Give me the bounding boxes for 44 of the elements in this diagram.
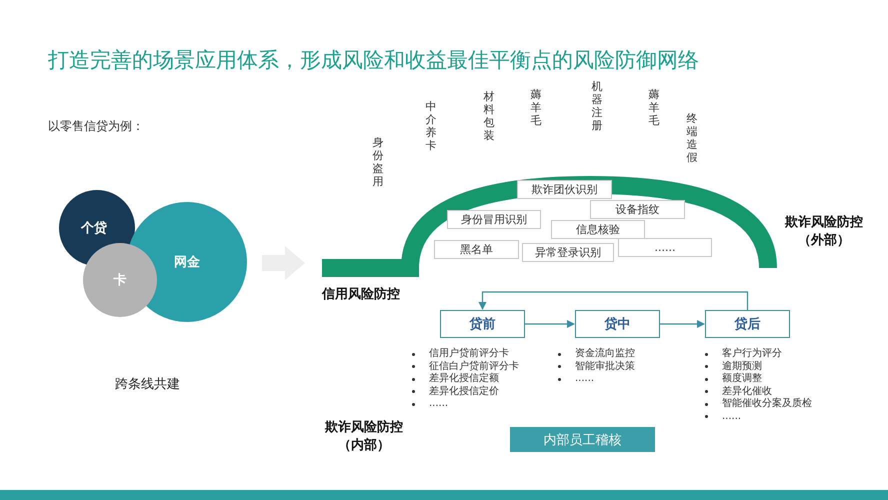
bullet-text: 资金流向监控 (575, 348, 635, 360)
circle-label: 个贷 (81, 220, 107, 237)
bullet-text: ...... (722, 410, 742, 423)
bullet-text: 额度调整 (722, 373, 762, 386)
arrow (660, 320, 705, 328)
bullet-text: 信用户贷前评分卡 (429, 348, 509, 360)
bullet-text: 逾期预测 (722, 360, 762, 372)
audit-band: 内部员工稽核 (510, 427, 655, 452)
intro-text: 以零售信贷为例： (48, 118, 144, 135)
method-tag: 信息核验 (551, 220, 645, 239)
method-tag: 设备指纹 (590, 200, 685, 219)
slide-title: 打造完善的场景应用体系，形成风险和收益最佳平衡点的风险防御网络 (48, 47, 699, 74)
stage-box: 贷前 (440, 310, 525, 338)
circle-label: 网金 (174, 254, 200, 271)
bullet-text: 客户行为评分 (722, 348, 782, 360)
section-label: 欺诈风险防控（外部） (784, 214, 864, 249)
bullet-text: ...... (575, 373, 594, 386)
risk-label: 薅羊毛 (530, 88, 542, 127)
risk-label: 机器注册 (591, 80, 603, 132)
section-label: 信用风险防控 (322, 286, 400, 303)
bullet-text: 差异化催收 (722, 386, 772, 398)
arrow (478, 291, 748, 310)
circle-label: 卡 (114, 272, 126, 289)
method-tag: ...... (618, 238, 712, 257)
method-tag: 身份冒用识别 (447, 210, 541, 229)
arrow (525, 320, 575, 328)
section-label: 欺诈风险防控（内部） (324, 419, 404, 454)
bullet-text: 差异化授信定额 (429, 373, 499, 386)
bullet-text: 智能催收分案及质检 (722, 398, 812, 410)
bullet-text: ...... (429, 398, 448, 410)
stage-box: 贷中 (575, 310, 660, 338)
bullet-text: 差异化授信定价 (429, 386, 499, 398)
risk-label: 薅羊毛 (648, 88, 660, 127)
method-tag: 欺诈团伙识别 (517, 180, 612, 199)
method-tag: 异常登录识别 (522, 243, 614, 262)
risk-label: 身份盗用 (372, 136, 384, 188)
stage-box: 贷后 (705, 310, 790, 338)
risk-label: 中介养卡 (425, 100, 437, 152)
method-tag: 黑名单 (434, 240, 519, 259)
bullet-text: 智能审批决策 (575, 360, 635, 373)
bullet-text: 征信白户贷前评分卡 (429, 360, 519, 372)
risk-label: 材料包装 (483, 90, 495, 142)
caption-text: 跨条线共建 (115, 376, 180, 393)
risk-label: 终端造假 (686, 112, 698, 164)
